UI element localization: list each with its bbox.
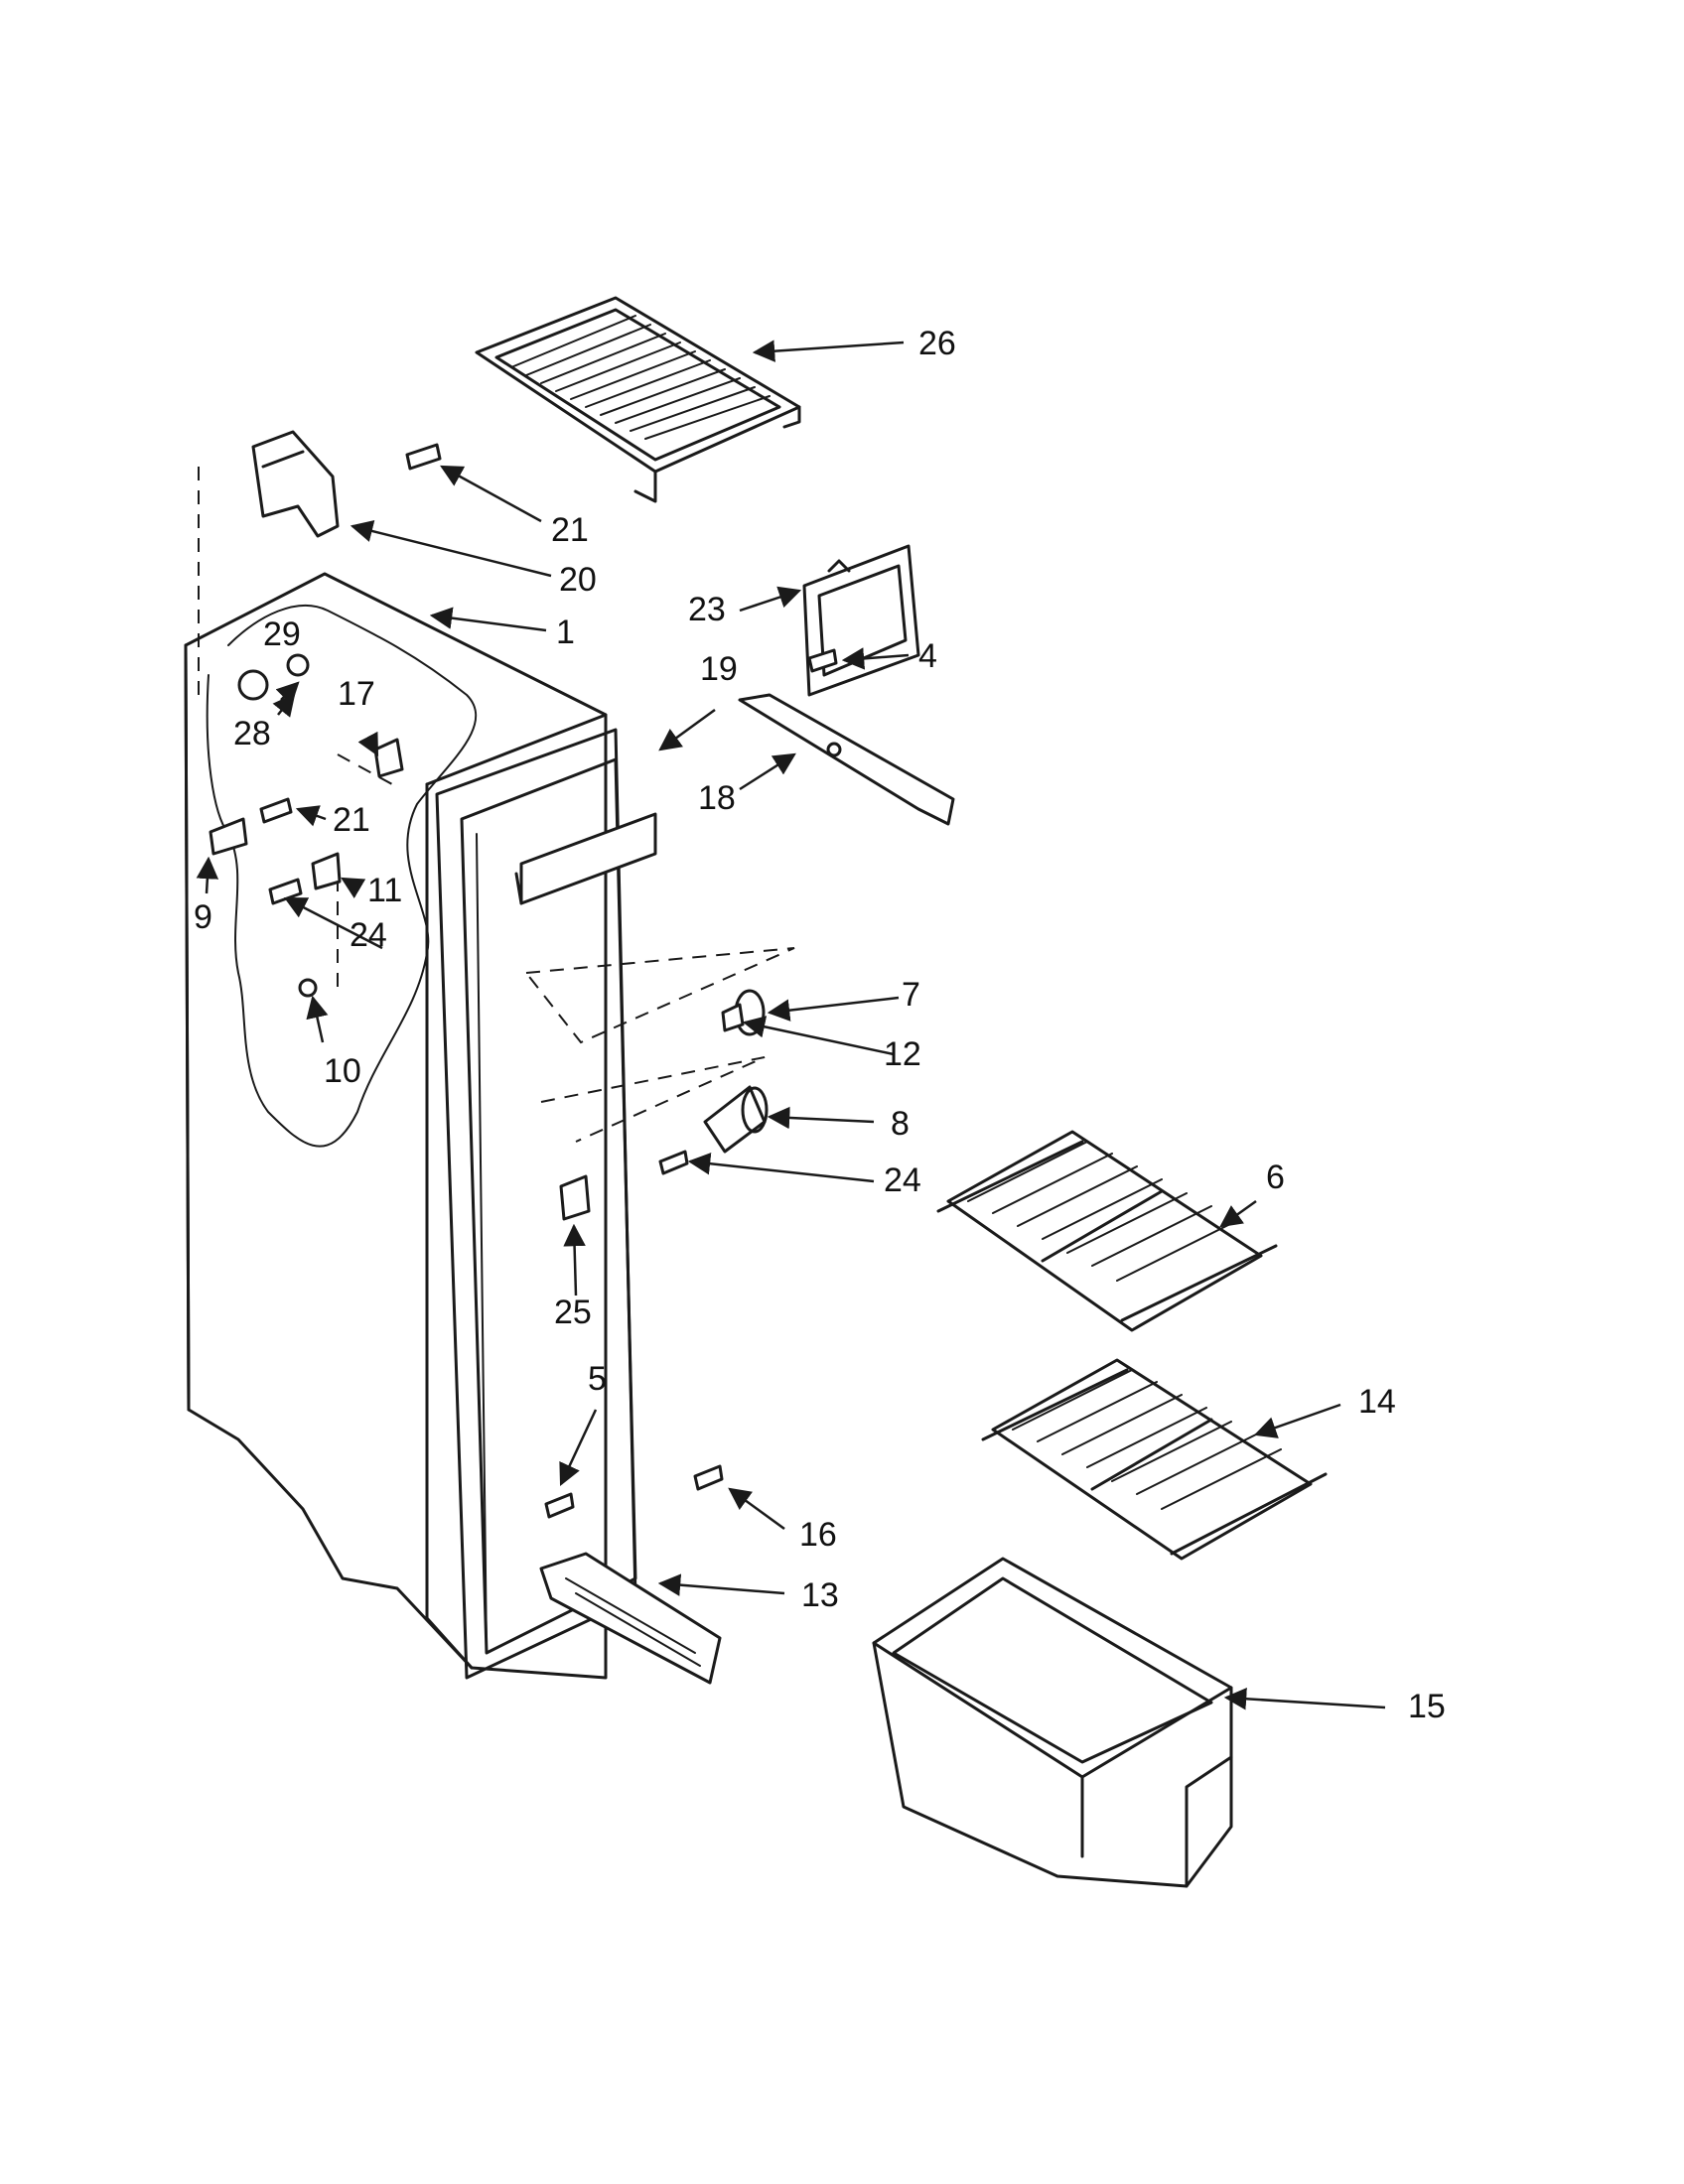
screws bbox=[209, 443, 838, 1519]
callout-16: 16 bbox=[799, 1516, 837, 1554]
callout-13: 13 bbox=[801, 1576, 839, 1614]
callout-18: 18 bbox=[698, 779, 736, 817]
callout-26: 26 bbox=[918, 325, 956, 362]
bin-part-15 bbox=[872, 1557, 1233, 1888]
rail-part-18 bbox=[738, 693, 955, 826]
callout-10: 10 bbox=[324, 1052, 361, 1090]
callout-11: 11 bbox=[367, 872, 402, 909]
light-shield-part-19 bbox=[514, 812, 657, 905]
callout-9: 9 bbox=[194, 898, 212, 936]
cabinet-liner bbox=[184, 467, 608, 1680]
callout-6: 6 bbox=[1266, 1159, 1285, 1196]
bracket-part-23 bbox=[802, 544, 920, 697]
callout-17: 17 bbox=[338, 675, 375, 713]
grille-part-13 bbox=[539, 1552, 722, 1685]
top-shelf-part-26 bbox=[475, 296, 801, 503]
callout-12: 12 bbox=[884, 1035, 921, 1073]
callout-21b: 21 bbox=[333, 801, 370, 839]
callout-14: 14 bbox=[1358, 1383, 1396, 1421]
callout-25: 25 bbox=[554, 1294, 592, 1331]
callout-4: 4 bbox=[918, 637, 937, 675]
callout-15: 15 bbox=[1408, 1688, 1446, 1725]
callout-7: 7 bbox=[902, 976, 920, 1014]
callout-5: 5 bbox=[588, 1360, 607, 1398]
wire-shelf-part-14 bbox=[981, 1358, 1328, 1561]
leader-lines bbox=[196, 340, 1386, 1710]
callout-24b: 24 bbox=[884, 1161, 921, 1199]
callout-24a: 24 bbox=[350, 916, 387, 954]
bracket-part-20 bbox=[251, 430, 340, 538]
callout-21a: 21 bbox=[551, 511, 589, 549]
wire-shelf-part-6 bbox=[936, 1130, 1278, 1332]
hardware-part-7-8 bbox=[524, 947, 795, 1154]
callout-20: 20 bbox=[559, 561, 597, 599]
callout-19: 19 bbox=[700, 650, 738, 688]
callout-23: 23 bbox=[688, 591, 726, 628]
callout-8: 8 bbox=[891, 1105, 910, 1143]
callout-28: 28 bbox=[233, 715, 271, 752]
callout-labels: 26 21 20 1 23 4 29 28 17 19 18 21 9 11 2… bbox=[194, 325, 1446, 1725]
callout-1: 1 bbox=[556, 614, 575, 651]
callout-29: 29 bbox=[263, 615, 301, 653]
